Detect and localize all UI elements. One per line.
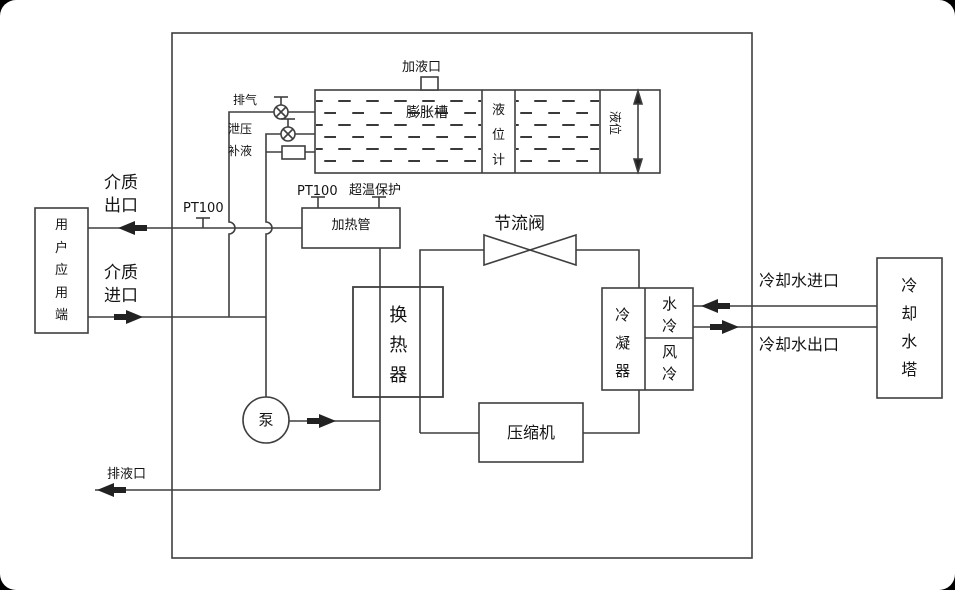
- medium-inlet-label: 介质进口: [104, 263, 138, 306]
- condenser-label: 冷凝器: [615, 306, 631, 380]
- pt100-heater-label: PT100: [297, 184, 338, 199]
- pressure-relief-label: 泄压: [228, 122, 253, 136]
- cooling-inlet-arrow: [701, 299, 730, 313]
- drain-arrow: [97, 483, 126, 497]
- fill-port-stub: [420, 76, 439, 91]
- vent-label: 排气: [233, 93, 258, 107]
- heater-label: 加热管: [331, 218, 371, 233]
- liquid-level-label: 液位: [607, 110, 622, 135]
- condenser-box-shape: [601, 287, 694, 391]
- fill-port-label: 加液口: [402, 60, 442, 75]
- user-terminal-label: 用户应用端: [54, 218, 68, 323]
- level-range-arrow: [632, 88, 644, 175]
- vent-line: [228, 111, 315, 317]
- makeup-device: [281, 145, 306, 160]
- expansion-tank-shape: [314, 76, 661, 174]
- cooling-tower-label: 冷却水塔: [901, 276, 918, 379]
- water-cooled-label: 水冷: [662, 295, 678, 335]
- expansion-tank-label: 膨胀槽: [406, 105, 448, 121]
- throttle-valve-icon: [483, 233, 577, 267]
- pump-circle: [242, 396, 290, 444]
- cooling-outlet-arrow: [710, 320, 739, 334]
- user-terminal-box: [34, 207, 89, 334]
- pt100-outlet-label: PT100: [183, 201, 224, 216]
- compressor-box: [478, 402, 584, 463]
- medium-inlet-arrow: [114, 310, 143, 324]
- overtemp-label: 超温保护: [349, 183, 402, 198]
- cooling-water-inlet-label: 冷却水进口: [759, 271, 840, 290]
- fluid-makeup-label: 补液: [228, 144, 253, 158]
- heater-box-shape: [301, 196, 401, 249]
- heat-exchanger-label: 换热器: [389, 305, 408, 386]
- cooling-water-outlet-label: 冷却水出口: [759, 335, 840, 354]
- relief-line: [265, 133, 315, 397]
- pt100-outlet-probe: [196, 217, 210, 228]
- heat-exchanger-box: [352, 286, 444, 398]
- medium-outlet-arrow: [118, 221, 147, 235]
- level-gauge-label: 液位计: [491, 103, 505, 168]
- pump-outlet-arrow: [307, 414, 336, 428]
- medium-outlet-label: 介质出口: [104, 173, 138, 216]
- air-cooled-label: 风冷: [662, 343, 678, 383]
- drain-port-label: 排液口: [107, 467, 147, 482]
- cooling-tower-box: [876, 257, 943, 399]
- throttle-valve-label: 节流阀: [494, 214, 545, 234]
- relief-valve-icon: [280, 118, 296, 142]
- compressor-label: 压缩机: [506, 423, 555, 442]
- system-boundary-box: [171, 32, 753, 559]
- pump-label: 泵: [258, 411, 274, 429]
